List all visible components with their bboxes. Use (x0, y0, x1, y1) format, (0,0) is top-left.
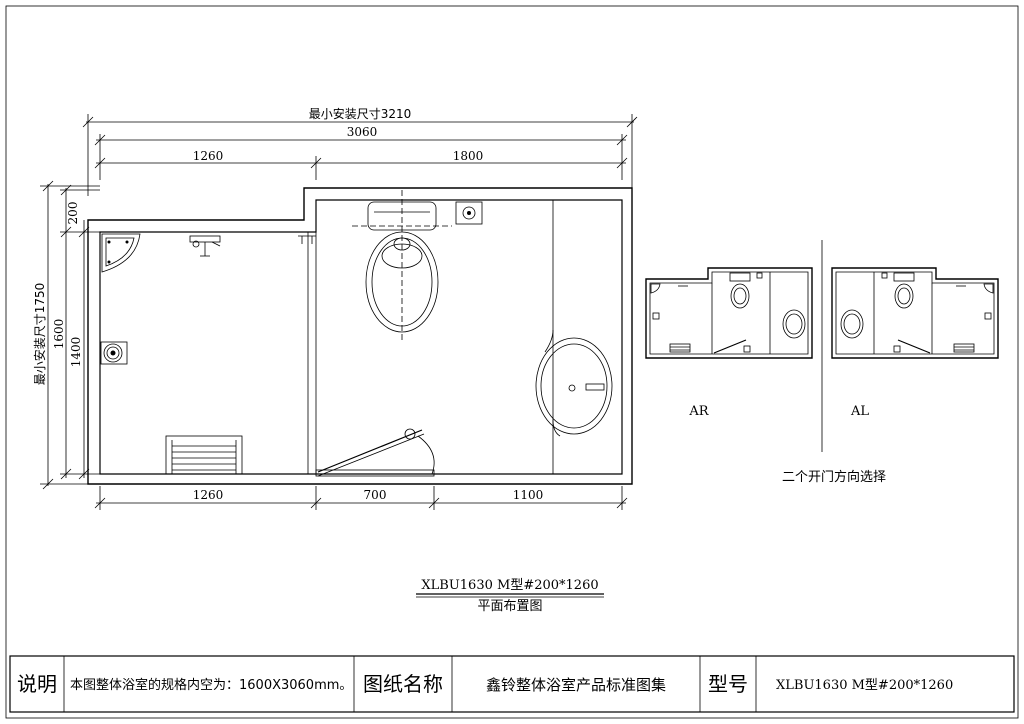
variant-ar-plan (645, 267, 813, 359)
left-width-top-label: 1260 (193, 149, 224, 163)
dim-1400-label: 1400 (69, 337, 83, 368)
title-block-name-value: 鑫铃整体浴室产品标准图集 (486, 676, 666, 694)
outer-wall (87, 187, 633, 485)
title-block-name-label: 图纸名称 (363, 672, 443, 696)
inner-wall (99, 199, 623, 475)
title-block-model-label: 型号 (708, 672, 748, 696)
dim-1600-label: 1600 (52, 319, 66, 350)
shower-mixer-icon (189, 235, 221, 257)
washbasin-icon (535, 329, 613, 437)
min-install-depth-label: 最小安装尺寸1750 (32, 283, 47, 386)
shower-seat-icon (165, 435, 243, 475)
variant-ar-label: AR (688, 404, 709, 419)
sheet-border (5, 5, 1019, 719)
variant-al-plan (831, 267, 999, 359)
bottom-right-dim-label: 1100 (513, 488, 544, 502)
wall-drain-icon (455, 201, 483, 225)
left-dimensions (40, 180, 100, 490)
floor-drain-icon (100, 341, 128, 365)
title-block (9, 655, 1015, 713)
bottom-dimensions (94, 486, 628, 510)
main-floor-plan (87, 187, 633, 485)
caption-model: XLBU1630 M型#200*1260 (421, 578, 598, 593)
door-icon (315, 428, 435, 477)
title-block-model-value: XLBU1630 M型#200*1260 (776, 678, 953, 693)
top-dimensions (82, 114, 638, 196)
bottom-mid-dim-label: 700 (364, 488, 387, 502)
bottom-left-dim-label: 1260 (193, 488, 224, 502)
title-block-desc-label: 说明 (17, 672, 57, 696)
variant-al-label: AL (850, 404, 869, 419)
dim-200-label: 200 (66, 202, 80, 225)
corner-shelf-icon (101, 233, 141, 273)
toilet-icon (352, 190, 452, 340)
door-direction-note: 二个开门方向选择 (782, 469, 886, 485)
overall-width-label: 3060 (347, 125, 378, 139)
min-install-width-label: 最小安装尺寸3210 (309, 106, 412, 121)
title-block-desc-value: 本图整体浴室的规格内空为：1600X3060mm。 (70, 677, 352, 693)
caption-subtitle: 平面布置图 (477, 599, 542, 614)
right-width-top-label: 1800 (453, 149, 484, 163)
